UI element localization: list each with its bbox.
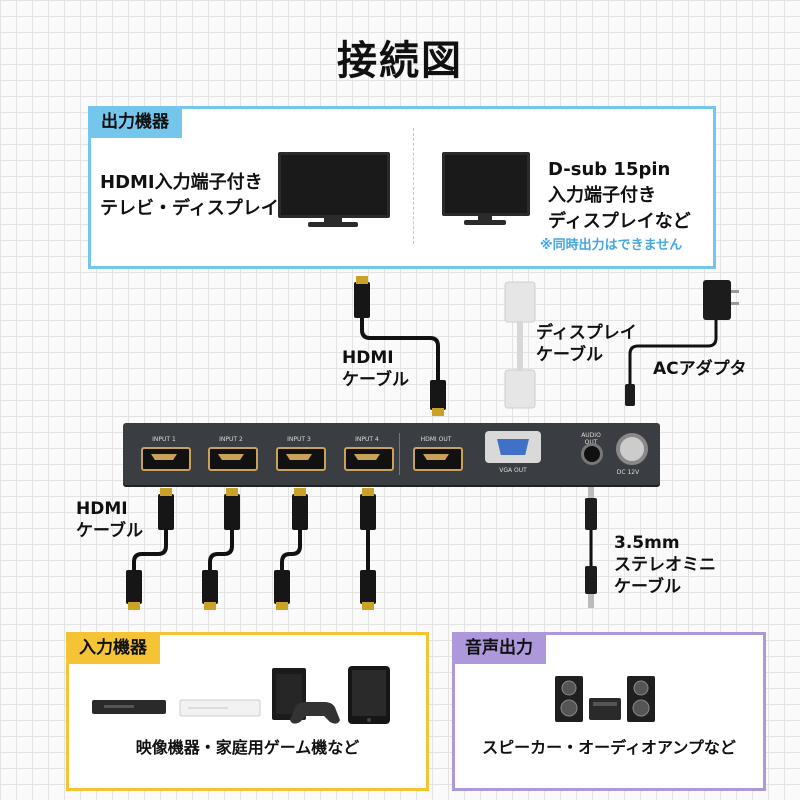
audio-output-header: 音声出力 bbox=[452, 632, 546, 664]
hdmi-output-cable-label-line2: ケーブル bbox=[342, 370, 409, 390]
port-divider bbox=[399, 433, 400, 475]
video-player-icon bbox=[92, 700, 166, 714]
audio-out-label: AUDIO OUT bbox=[561, 432, 621, 446]
hdmi-tv-label: HDMI入力端子付き テレビ・ディスプレイ bbox=[100, 170, 279, 222]
page-title: 接続図 bbox=[337, 38, 463, 84]
input-devices-header: 入力機器 bbox=[66, 632, 160, 664]
ac-adapter-label: ACアダプタ bbox=[653, 359, 747, 379]
audio-out-label-line2: OUT bbox=[561, 439, 621, 446]
hdmi-input-cable-label: HDMI ケーブル bbox=[76, 498, 143, 542]
display-cable-icon bbox=[504, 281, 536, 409]
ac-adapter-icon bbox=[625, 280, 739, 406]
simultaneous-output-note: ※同時出力はできません bbox=[540, 238, 683, 253]
audio-out-port bbox=[581, 443, 603, 465]
output-devices-header: 出力機器 bbox=[88, 106, 182, 138]
hdmi-tv-label-line1: HDMI入力端子付き bbox=[100, 172, 263, 193]
speaker-left-icon bbox=[555, 676, 583, 722]
input-devices-icons bbox=[92, 666, 390, 724]
hdmi-switch-device: INPUT 1 INPUT 2 INPUT 3 INPUT 4 HDMI OUT… bbox=[123, 423, 660, 485]
dc-power-port bbox=[616, 433, 648, 465]
input1-label: INPUT 1 bbox=[152, 436, 176, 443]
stereo-mini-cable-label: 3.5mm ステレオミニ ケーブル bbox=[614, 532, 716, 598]
stereo-mini-cable-icon bbox=[585, 486, 597, 608]
hdmi-out-port bbox=[413, 447, 463, 471]
amplifier-icon bbox=[589, 698, 621, 720]
speakers-amp-icon bbox=[555, 676, 655, 722]
vga-out-port bbox=[485, 431, 541, 463]
input-devices-caption: 映像機器・家庭用ゲーム機など bbox=[135, 738, 360, 757]
dsub-display-icon bbox=[442, 152, 532, 230]
audio-output-caption: スピーカー・オーディオアンプなど bbox=[482, 738, 736, 757]
input3-label: INPUT 3 bbox=[287, 436, 311, 443]
dsub-display-label: D-sub 15pin 入力端子付き ディスプレイなど bbox=[548, 157, 691, 235]
dsub-label-line3: ディスプレイなど bbox=[548, 211, 691, 232]
display-cable-label-line1: ディスプレイ bbox=[536, 323, 637, 343]
hdmi-tv-label-line2: テレビ・ディスプレイ bbox=[100, 198, 279, 219]
input4-port bbox=[344, 447, 394, 471]
hdmi-output-cable-label: HDMI ケーブル bbox=[342, 347, 409, 391]
vga-out-label: VGA OUT bbox=[499, 467, 527, 474]
hdmi-output-cable-icon bbox=[354, 276, 446, 416]
input1-port bbox=[141, 447, 191, 471]
input3-port bbox=[276, 447, 326, 471]
tablet-icon bbox=[348, 666, 390, 724]
hdmi-input-cable-label-line2: ケーブル bbox=[76, 521, 143, 541]
hdmi-output-cable-label-line1: HDMI bbox=[342, 348, 394, 368]
output-divider bbox=[413, 128, 414, 244]
input4-label: INPUT 4 bbox=[355, 436, 379, 443]
output-devices-box bbox=[88, 106, 716, 269]
dsub-label-line2: 入力端子付き bbox=[548, 185, 656, 206]
audio-cable-label-line2: ステレオミニ bbox=[614, 555, 716, 575]
speaker-right-icon bbox=[627, 676, 655, 722]
hdmi-tv-icon bbox=[278, 152, 390, 230]
gamepad-icon bbox=[290, 702, 340, 724]
display-cable-label: ディスプレイ ケーブル bbox=[536, 322, 637, 366]
dsub-label-line1: D-sub 15pin bbox=[548, 159, 671, 180]
game-console-white-icon bbox=[179, 699, 261, 717]
display-cable-label-line2: ケーブル bbox=[536, 345, 603, 365]
hdmi-input-cables-icon bbox=[126, 488, 376, 610]
hdmi-out-label: HDMI OUT bbox=[420, 436, 452, 443]
audio-cable-label-line3: ケーブル bbox=[614, 577, 681, 597]
dc-label: DC 12V bbox=[616, 469, 640, 476]
input2-label: INPUT 2 bbox=[219, 436, 243, 443]
hdmi-input-cable-label-line1: HDMI bbox=[76, 499, 128, 519]
input2-port bbox=[208, 447, 258, 471]
audio-out-label-line1: AUDIO bbox=[581, 432, 601, 439]
audio-cable-label-line1: 3.5mm bbox=[614, 533, 680, 553]
